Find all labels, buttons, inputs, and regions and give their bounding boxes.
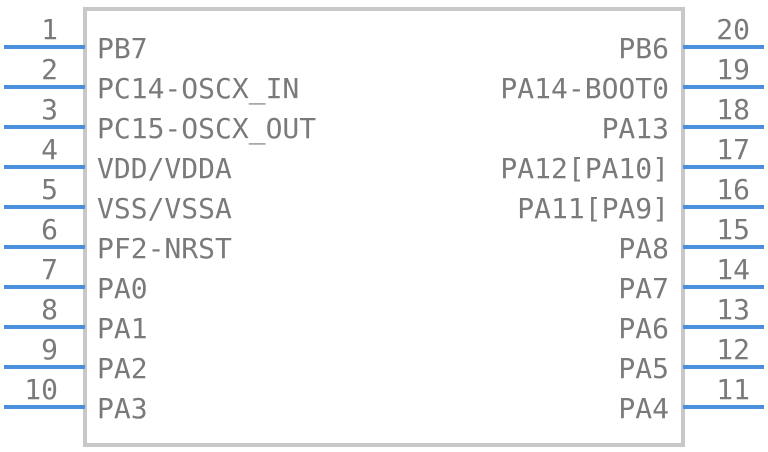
pin-number: 12	[716, 333, 750, 366]
pin-number: 16	[716, 173, 750, 206]
left-pin-group: 1PB72PC14-OSCX_IN3PC15-OSCX_OUT4VDD/VDDA…	[4, 13, 316, 425]
pin-number: 7	[41, 253, 58, 286]
pin-name: PA6	[618, 312, 669, 345]
pin-number: 17	[716, 133, 750, 166]
pin-name: PA5	[618, 352, 669, 385]
pin-name: PA8	[618, 232, 669, 265]
pin-name: PC14-OSCX_IN	[97, 72, 299, 106]
pin-number: 10	[24, 373, 58, 406]
pin-number: 19	[716, 53, 750, 86]
pin-number: 1	[41, 13, 58, 46]
pin-number: 20	[716, 13, 750, 46]
right-pin-group: 20PB619PA14-BOOT018PA1317PA12[PA10]16PA1…	[500, 13, 764, 425]
pin-number: 18	[716, 93, 750, 126]
pin-name: PB6	[618, 32, 669, 65]
pin-name: PF2-NRST	[97, 232, 232, 265]
pin-number: 13	[716, 293, 750, 326]
pin-number: 5	[41, 173, 58, 206]
pin-number: 9	[41, 333, 58, 366]
pin-number: 6	[41, 213, 58, 246]
pin-name: PB7	[97, 32, 148, 65]
pin-name: PA11[PA9]	[517, 192, 669, 225]
pin-number: 11	[716, 373, 750, 406]
pin-name: PA7	[618, 272, 669, 305]
pin-name: PA2	[97, 352, 148, 385]
component-body	[83, 7, 685, 447]
pin-name: VSS/VSSA	[97, 192, 232, 225]
pin-name: PA4	[618, 392, 669, 425]
pin-name: PC15-OSCX_OUT	[97, 112, 316, 146]
pin-name: PA3	[97, 392, 148, 425]
pin-name: PA0	[97, 272, 148, 305]
pin-number: 8	[41, 293, 58, 326]
pin-name: VDD/VDDA	[97, 152, 232, 185]
pin-number: 14	[716, 253, 750, 286]
pin-number: 3	[41, 93, 58, 126]
pin-name: PA14-BOOT0	[500, 72, 669, 105]
pin-number: 2	[41, 53, 58, 86]
pin-name: PA13	[602, 112, 669, 145]
pin-name: PA1	[97, 312, 148, 345]
pin-number: 15	[716, 213, 750, 246]
pin-name: PA12[PA10]	[500, 152, 669, 185]
pin-number: 4	[41, 133, 58, 166]
